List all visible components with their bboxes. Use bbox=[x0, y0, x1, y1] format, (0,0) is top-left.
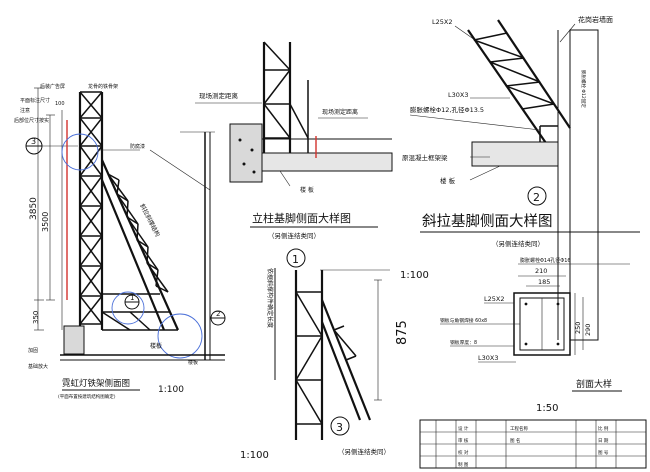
section-plate: 钢板与角钢焊接 60x8 bbox=[440, 317, 487, 324]
detail-circle-3 bbox=[61, 133, 99, 171]
callout-2-number: 2 bbox=[216, 310, 220, 318]
left-view-title: 霓虹灯铁架侧面图 bbox=[62, 378, 130, 389]
section-angle-bottom: L30X3 bbox=[478, 354, 498, 362]
d2-angle-mid: L30X3 bbox=[448, 91, 468, 99]
d2-concrete: 原混凝土框架梁 bbox=[402, 153, 448, 162]
note-4: 后部位尺寸按实 bbox=[14, 117, 49, 124]
tb-cell-2: 审 核 bbox=[458, 437, 469, 444]
dim-inner: 3500 bbox=[41, 212, 50, 232]
detail-2: L25X2 花岗岩墙面 膨胀螺栓 Φ12固定 L30X3 膨胀螺栓Φ12,孔径Φ… bbox=[402, 15, 640, 341]
floor-label: 楼板 bbox=[150, 342, 162, 350]
d2-wall-note: 膨胀螺栓 Φ12固定 bbox=[580, 70, 587, 108]
d1-site-measure-1: 现场测定距离 bbox=[199, 91, 239, 100]
floor-slab bbox=[261, 152, 393, 172]
note-1: 后装广告屏 bbox=[40, 83, 65, 90]
d2-slab: 楼 板 bbox=[440, 176, 456, 185]
d2-angle-top: L25X2 bbox=[432, 18, 452, 26]
section-scale: 1:50 bbox=[536, 403, 558, 414]
detail-circle-1 bbox=[111, 291, 145, 325]
detail1-title: 立柱基脚侧面大样图 bbox=[252, 211, 351, 225]
note-3: 100 bbox=[55, 101, 65, 107]
note-2: 平面标注尺寸 bbox=[20, 97, 50, 104]
tb-cell-5: 图 名 bbox=[510, 437, 520, 444]
detail2-title: 斜拉基脚侧面大样图 bbox=[422, 213, 553, 230]
concrete-column bbox=[229, 123, 263, 183]
tb-cell-4: 工程名称 bbox=[510, 425, 528, 432]
diagonal-brace bbox=[100, 159, 180, 331]
section-dim-h-outer: 290 bbox=[584, 324, 592, 336]
detail3-note: （另侧连结类同） bbox=[338, 447, 390, 456]
granite-wall bbox=[569, 29, 599, 341]
left-view: 3850 3500 350 后装广告屏 平面标注尺寸 100 后部位尺寸按实 注… bbox=[14, 83, 226, 400]
section-detail: 膨胀螺栓Φ14孔径Φ16 210 185 250 290 L25X2 钢板与角钢… bbox=[440, 257, 630, 414]
note-9: 楼板 bbox=[188, 359, 198, 366]
d2-bolt: 膨胀螺栓Φ12,孔径Φ13.5 bbox=[410, 105, 484, 114]
note-6: 防腐漆 bbox=[130, 143, 145, 150]
tb-cell-9: 制 图 bbox=[458, 461, 469, 468]
d1-site-measure-2: 现场测定距离 bbox=[322, 108, 358, 116]
callout-1-number: 1 bbox=[130, 294, 134, 302]
base-block bbox=[63, 325, 85, 355]
tb-cell-8: 图 号 bbox=[598, 450, 609, 456]
callout-3-number: 3 bbox=[31, 137, 36, 146]
detail2-number-circle bbox=[527, 186, 547, 206]
detail2-note: （另侧连结类同） bbox=[492, 239, 544, 248]
concrete-beam bbox=[471, 141, 559, 167]
note-8: 基础放大 bbox=[28, 363, 48, 370]
section-dim-inner: 185 bbox=[538, 278, 550, 286]
detail1-number: 1 bbox=[292, 253, 299, 266]
section-dim-h-inner: 250 bbox=[574, 322, 582, 334]
note-7: 加固 bbox=[28, 347, 38, 354]
dim-bottom: 350 bbox=[32, 311, 40, 324]
detail3-number-circle bbox=[330, 416, 350, 436]
main-column bbox=[78, 91, 104, 330]
d3-dim: 875 bbox=[395, 320, 410, 345]
title-block: 设 计 审 核 校 对 工程名称 图 名 比 例 日 期 图 号 制 图 bbox=[419, 419, 647, 469]
detail2-number: 2 bbox=[533, 191, 540, 204]
left-view-subtitle: (平面布置按建筑结构图确定) bbox=[58, 393, 116, 400]
middle-scale: 1:100 bbox=[400, 270, 429, 281]
section-angle-top: L25X2 bbox=[484, 295, 504, 303]
section-title: 剖面大样 bbox=[576, 378, 612, 390]
detail3-scale: 1:100 bbox=[240, 450, 269, 461]
detail1-note: （另侧连结类同） bbox=[268, 231, 320, 240]
d1-slab-label: 楼 板 bbox=[300, 186, 314, 194]
detail-3: 875 依据斜撑构件确定长度 3 （另侧连结类同） 1:100 bbox=[240, 268, 410, 461]
section-thickness: 钢板厚度：8 bbox=[450, 339, 477, 346]
detail-circle-2 bbox=[157, 313, 203, 359]
section-top-note: 膨胀螺栓Φ14孔径Φ16 bbox=[520, 257, 571, 264]
tb-cell-7: 日 期 bbox=[598, 438, 609, 444]
d2-granite: 花岗岩墙面 bbox=[578, 15, 613, 24]
left-view-scale: 1:100 bbox=[158, 385, 184, 395]
detail3-number: 3 bbox=[336, 421, 343, 434]
tb-cell-3: 校 对 bbox=[458, 449, 469, 456]
dim-total: 3850 bbox=[29, 197, 39, 220]
d3-vertical-label: 依据斜撑构件确定长度 bbox=[266, 268, 274, 328]
tb-cell-6: 比 例 bbox=[598, 425, 609, 432]
frame-label: 斜拉斜撑结构 bbox=[138, 202, 161, 238]
panel-label: 龙骨的铁骨架 bbox=[88, 83, 118, 90]
note-5: 注意 bbox=[20, 107, 30, 114]
detail1-number-circle bbox=[286, 248, 306, 268]
detail-1: 现场测定距离 现场测定距离 楼 板 立柱基脚侧面大样图 （另侧连结类同） 1 bbox=[195, 41, 393, 268]
tb-cell-1: 设 计 bbox=[458, 425, 469, 432]
section-dim-outer: 210 bbox=[535, 267, 547, 275]
